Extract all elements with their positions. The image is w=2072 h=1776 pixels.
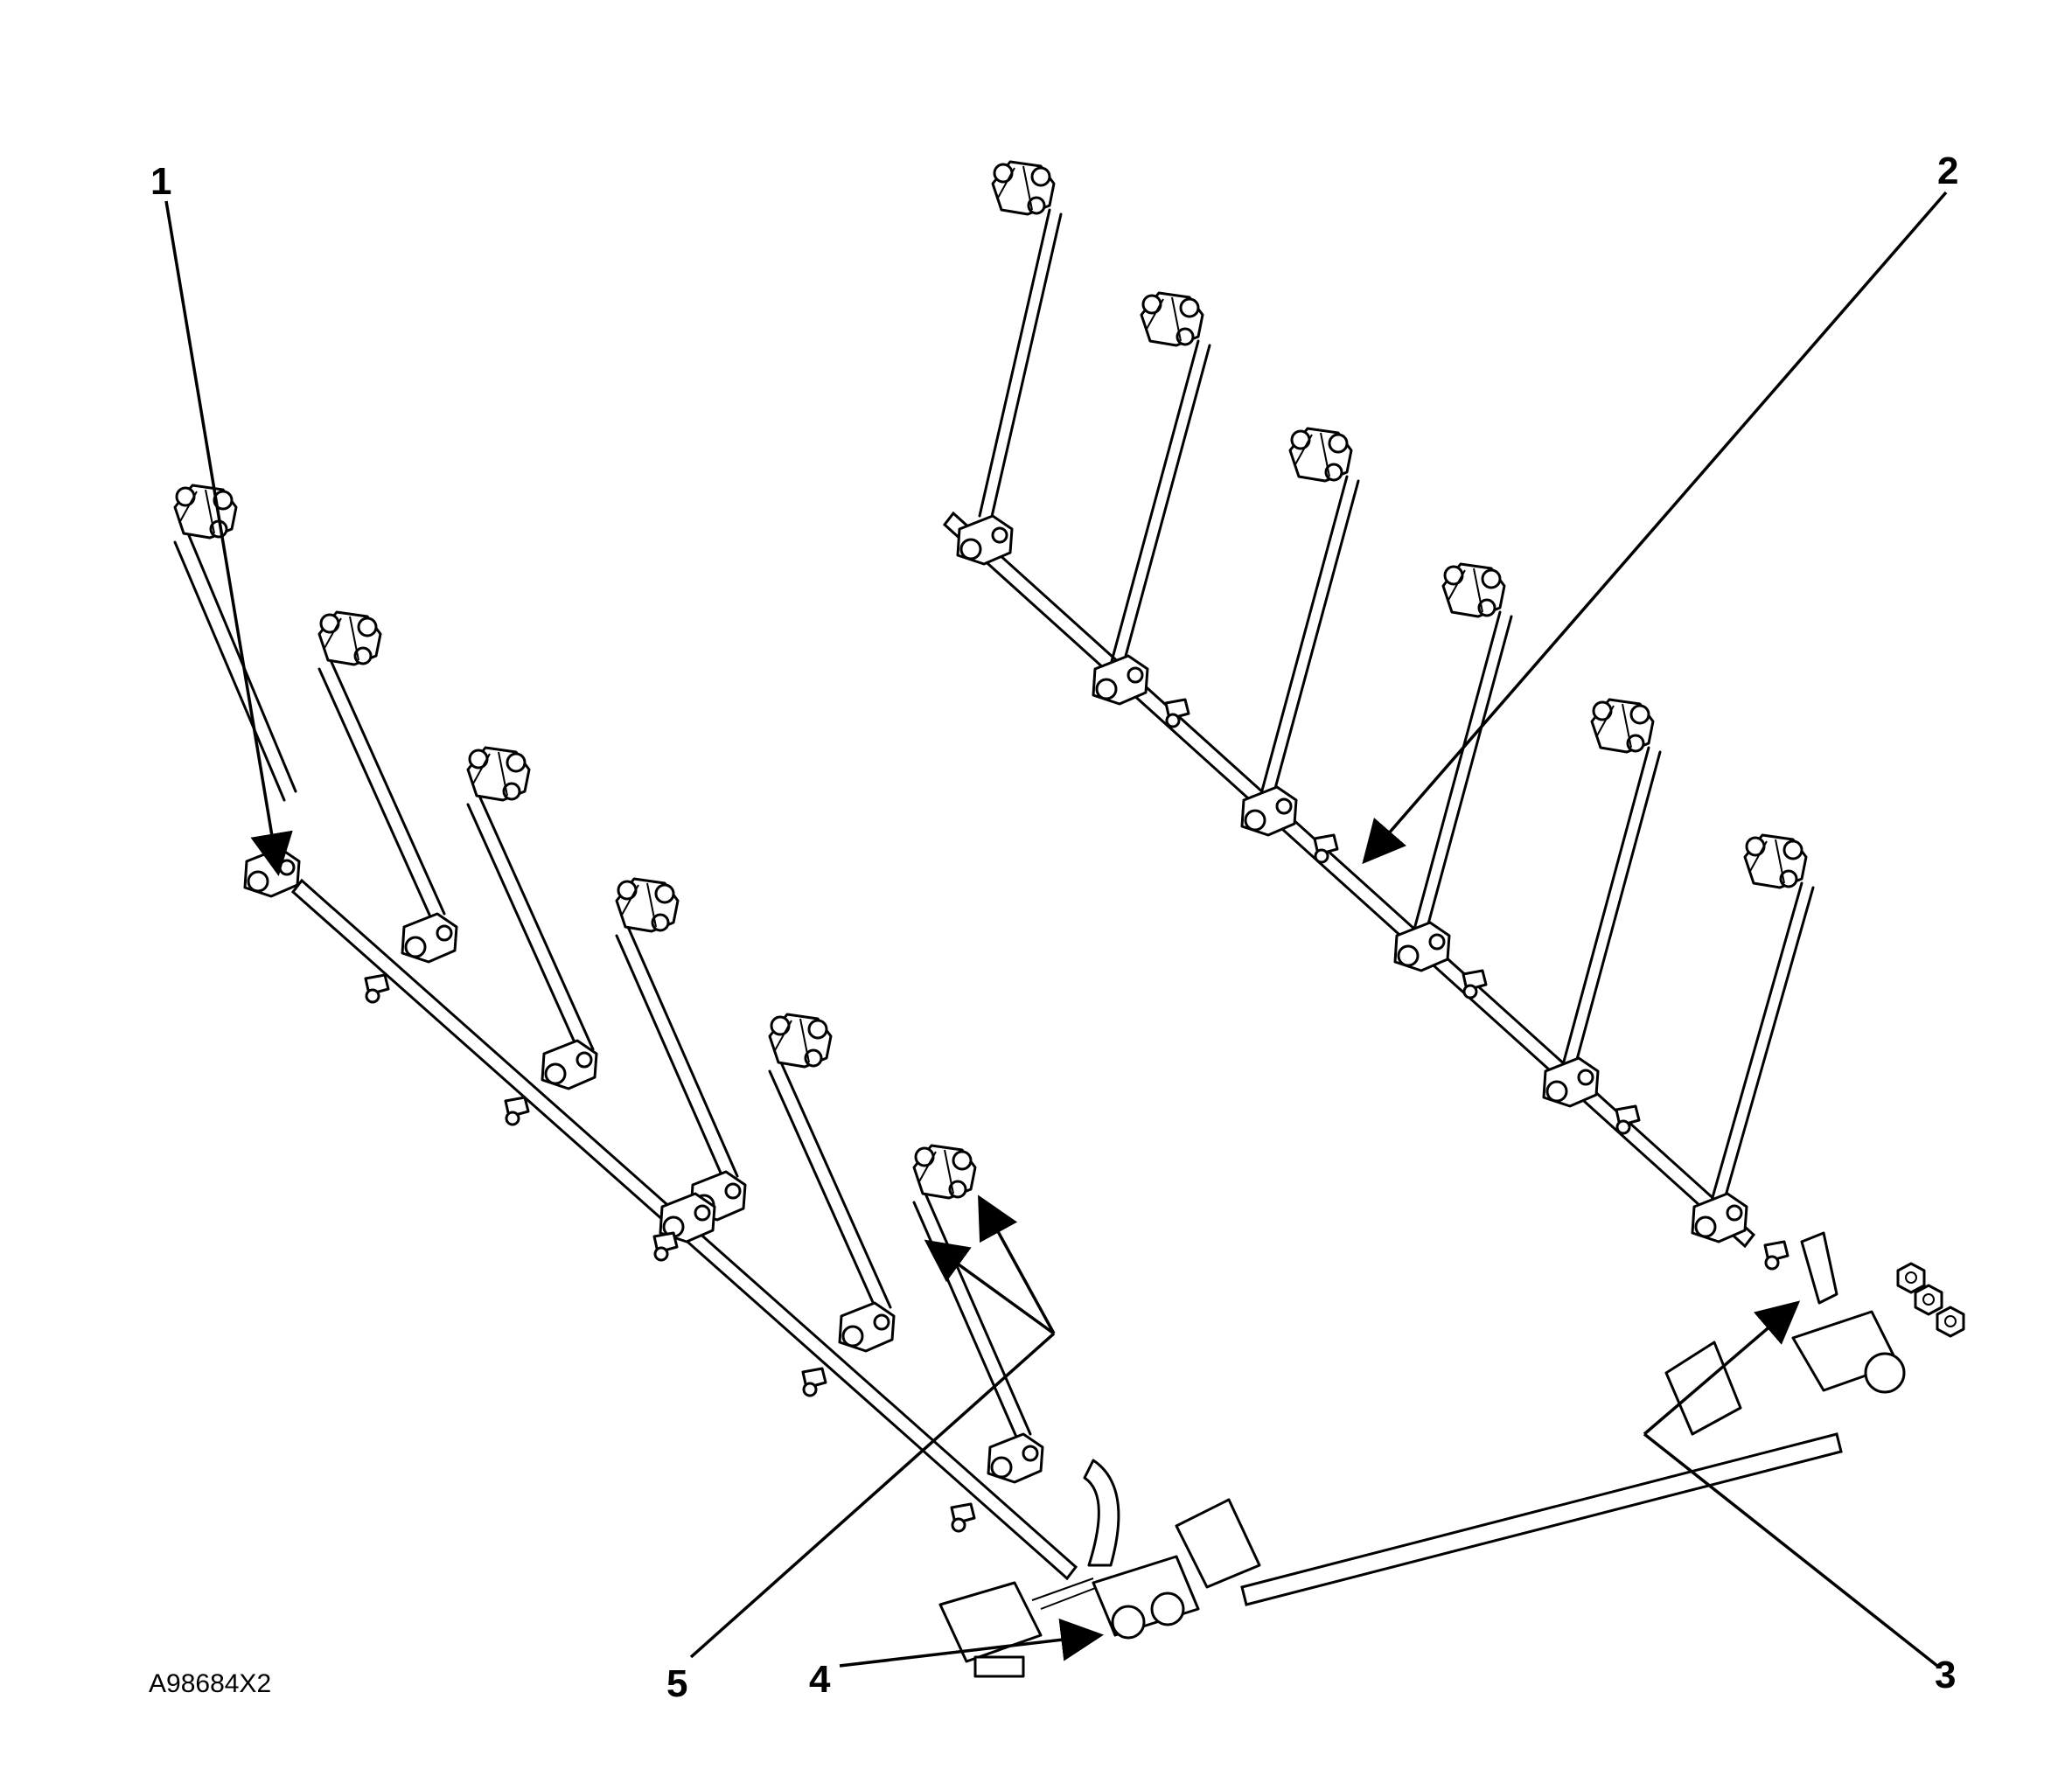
left-push-rods <box>173 532 1032 1445</box>
callout-4: 4 <box>809 1618 1105 1701</box>
callout-4-label: 4 <box>809 1658 831 1701</box>
cross-shaft <box>1240 1432 1843 1606</box>
callout-3-label: 3 <box>1935 1654 1956 1696</box>
nut-icon <box>1896 1262 1926 1294</box>
callout-1: 1 <box>150 160 293 877</box>
left-rocker-brackets <box>173 484 977 1200</box>
nuts <box>1896 1262 1965 1338</box>
cross-shaft-assembly <box>938 1231 1965 1678</box>
right-rocker-shaft <box>942 511 1756 1249</box>
right-end-bracket <box>1664 1341 1742 1436</box>
right-rocker-shaft-assembly <box>942 160 1815 1271</box>
nut-icon <box>1936 1306 1965 1338</box>
right-push-rods <box>978 208 1815 1213</box>
callout-1-label: 1 <box>150 160 171 203</box>
callout-2: 2 <box>1362 150 1958 865</box>
left-end-bracket <box>1175 1498 1261 1589</box>
callout-5: 5 <box>666 1194 1056 1705</box>
callout-3: 3 <box>1643 1300 1956 1696</box>
right-rocker-brackets <box>991 160 1808 889</box>
callout-5-label: 5 <box>666 1662 687 1705</box>
right-end-lever <box>1800 1231 1838 1305</box>
shift-lever <box>1083 1459 1120 1567</box>
nut-icon <box>1914 1284 1943 1316</box>
left-rocker-shaft-assembly <box>173 484 1078 1581</box>
solenoid-icon <box>938 1555 1200 1678</box>
figure-id-label: A98684X2 <box>149 1669 271 1698</box>
callout-2-label: 2 <box>1937 150 1958 192</box>
